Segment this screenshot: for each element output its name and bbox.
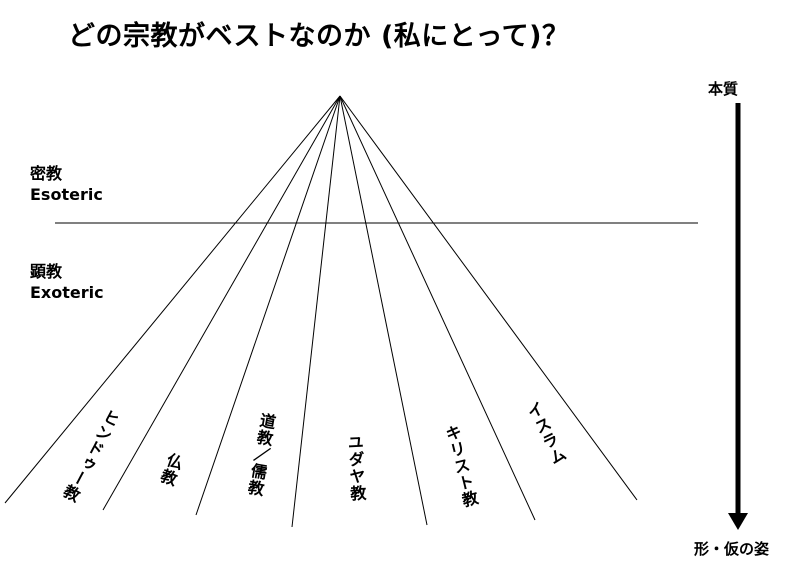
ray-4 <box>291 95 341 528</box>
ray-1 <box>4 95 341 504</box>
religion-label-judaism: ユダヤ教 <box>344 433 367 503</box>
axis-bottom-label: 形・仮の姿 <box>694 540 770 558</box>
axis-top-label: 本質 <box>708 80 739 98</box>
ray-7 <box>339 95 638 501</box>
arrow-head <box>728 513 748 530</box>
ray-6 <box>339 95 536 521</box>
esoteric-label: 密教 Esoteric <box>30 163 103 205</box>
exoteric-label: 顕教 Exoteric <box>30 261 104 303</box>
ray-2 <box>102 95 341 511</box>
exoteric-label-en: Exoteric <box>30 283 104 302</box>
page-title: どの宗教がベストなのか (私にとって)？ <box>68 21 570 52</box>
ray-group <box>4 95 638 528</box>
esoteric-label-en: Esoteric <box>30 185 103 204</box>
exoteric-label-ja: 顕教 <box>30 262 63 281</box>
essence-to-form-arrow <box>728 103 748 530</box>
ray-5 <box>339 95 428 526</box>
ray-3 <box>195 95 341 516</box>
esoteric-label-ja: 密教 <box>30 164 63 183</box>
